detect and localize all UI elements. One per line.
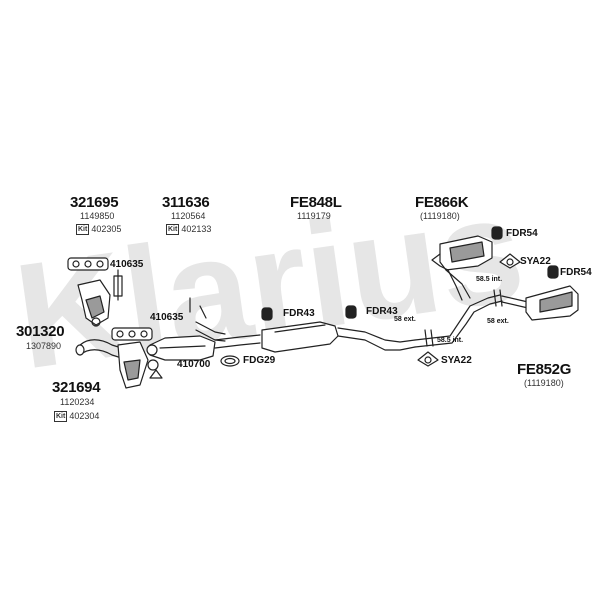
flange-gasket-410635a[interactable]	[113, 269, 123, 301]
catalytic-converter-321694[interactable]	[117, 341, 149, 389]
part-number-fe866k[interactable]: FE866K	[415, 194, 469, 211]
down-pipe-301320[interactable]	[75, 339, 129, 361]
oem-number-fe848l: 1119179	[297, 211, 331, 221]
kit-321694: Kit 402304	[54, 411, 99, 422]
rubber-mount-fdr43a[interactable]	[261, 307, 273, 321]
fitting-410635-mid[interactable]: 410635	[150, 312, 184, 323]
clamp-sya22b[interactable]	[499, 253, 521, 269]
kit-badge: Kit	[54, 411, 68, 422]
rear-pipe-fe852g[interactable]	[414, 285, 579, 348]
kit-badge: Kit	[76, 224, 90, 235]
manifold-gasket-top[interactable]	[67, 257, 109, 271]
mount-label-fdr43b[interactable]: FDR43	[366, 306, 398, 317]
rubber-mount-fdr43b[interactable]	[345, 305, 357, 319]
flange-gasket-410700[interactable]	[147, 359, 163, 379]
rubber-mount-fdr54b[interactable]	[547, 265, 559, 279]
rubber-mount-fdr54a[interactable]	[491, 226, 503, 240]
gasket-fdg29[interactable]	[220, 355, 240, 367]
kit-311636: Kit 402133	[166, 224, 211, 235]
oem-number-fe852g: (1119180)	[524, 378, 564, 388]
clamp-sya22a[interactable]	[417, 351, 439, 367]
oem-number-311636: 1120564	[171, 211, 206, 221]
oem-number-321694: 1120234	[60, 397, 95, 407]
gasket-label-fdg29[interactable]: FDG29	[243, 355, 276, 366]
dimension-58-ext-front: 58 ext.	[394, 316, 416, 323]
mount-label-fdr54b[interactable]: FDR54	[560, 267, 592, 278]
fitting-410700[interactable]: 410700	[177, 359, 211, 370]
part-number-321694[interactable]: 321694	[52, 379, 101, 396]
part-number-301320[interactable]: 301320	[16, 323, 65, 340]
kit-number-402304: 402304	[69, 411, 100, 421]
kit-badge: Kit	[166, 224, 180, 235]
part-number-321695[interactable]: 321695	[70, 194, 119, 211]
dimension-58-5-int-rear: 58.5 int.	[476, 276, 503, 283]
kit-number-402133: 402133	[181, 224, 212, 234]
fitting-410635-top[interactable]: 410635	[110, 259, 144, 270]
front-catalyst[interactable]	[146, 335, 216, 361]
dimension-58-ext-rear: 58 ext.	[487, 318, 509, 325]
front-pipe-311636[interactable]	[189, 297, 226, 342]
catalytic-converter-321695[interactable]	[77, 279, 111, 327]
part-number-fe852g[interactable]: FE852G	[517, 361, 572, 378]
mount-label-fdr43a[interactable]: FDR43	[283, 308, 315, 319]
flange-410635b[interactable]	[199, 305, 207, 319]
clamp-label-sya22b[interactable]: SYA22	[520, 256, 551, 267]
oem-number-301320: 1307890	[26, 341, 62, 351]
oem-number-fe866k: (1119180)	[420, 211, 460, 221]
kit-number-402305: 402305	[91, 224, 122, 234]
oem-number-321695: 1149850	[80, 211, 115, 221]
dimension-58-5-int-front: 58.5 int.	[437, 337, 464, 344]
manifold-gasket-bottom[interactable]	[111, 327, 153, 341]
centre-silencer-fe848l[interactable]	[214, 321, 416, 353]
clamp-label-sya22a[interactable]: SYA22	[441, 355, 472, 366]
rear-silencer-fe866k[interactable]	[431, 235, 493, 301]
part-number-311636[interactable]: 311636	[162, 194, 210, 211]
kit-321695: Kit 402305	[76, 224, 121, 235]
part-number-fe848l[interactable]: FE848L	[290, 194, 342, 211]
mount-label-fdr54a[interactable]: FDR54	[506, 228, 538, 239]
